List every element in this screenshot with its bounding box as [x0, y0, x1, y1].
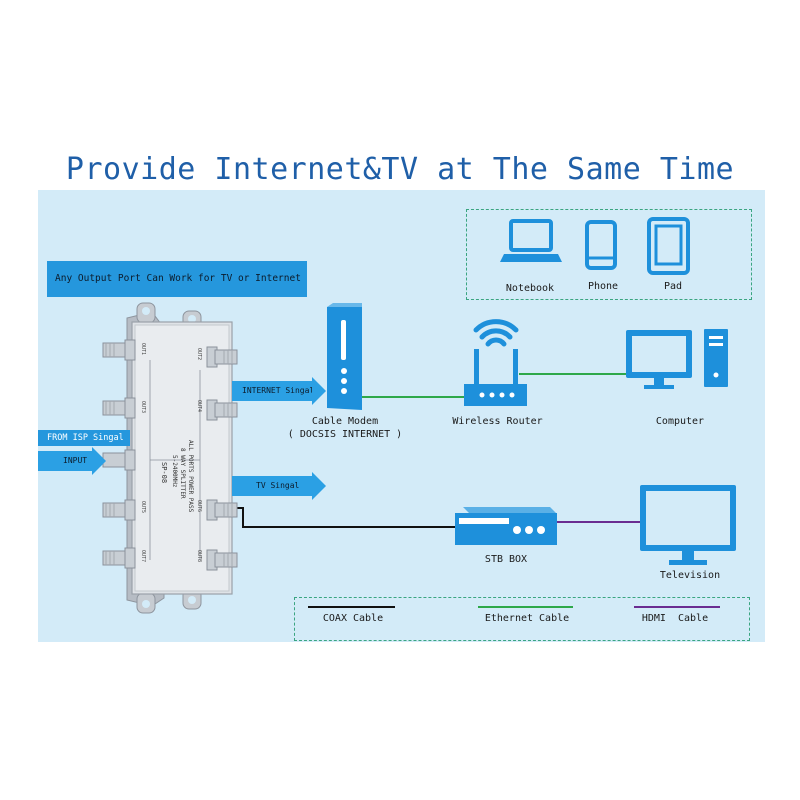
legend-ethernet-label: Ethernet Cable [484, 613, 570, 624]
wireless-devices-box [466, 209, 752, 300]
splitter-freq: 5-2400MHz [171, 455, 178, 488]
pad-icon [647, 217, 690, 275]
splitter-port-label: OUT3 [140, 401, 146, 414]
page-title: Provide Internet&TV at The Same Time [65, 152, 735, 187]
splitter-port-label: OUT7 [140, 550, 146, 563]
pad-label: Pad [663, 281, 683, 292]
internet-signal-arrow: INTERNET Singal [232, 377, 326, 405]
splitter-port-label: OUT2 [196, 348, 202, 361]
splitter-device [102, 302, 238, 614]
splitter-port-label: OUT8 [196, 550, 202, 563]
router-label: Wireless Router [452, 416, 543, 427]
cable-legend-box [294, 597, 750, 641]
tv-signal-arrow: TV Singal [232, 472, 326, 500]
stb-label: STB BOX [484, 554, 528, 565]
isp-source-label: FROM ISP Singal [47, 433, 124, 443]
splitter-port-label: OUT1 [140, 343, 146, 356]
splitter-port-label: OUT4 [196, 400, 202, 413]
tv-signal-label: TV Singal [256, 481, 300, 490]
legend-coax-label: COAX Cable [322, 613, 384, 624]
isp-source-bar: FROM ISP Singal [38, 430, 130, 446]
internet-signal-label: INTERNET Singal [242, 386, 315, 395]
splitter-port-label: OUT5 [140, 501, 146, 514]
splitter-desc: 8 WAY SPLITTER [179, 448, 186, 499]
output-port-banner: Any Output Port Can Work for TV or Inter… [47, 261, 307, 297]
notebook-icon [500, 219, 562, 262]
splitter-model: SP-08 [160, 462, 168, 484]
splitter-power: ALL PORTS POWER PASS [187, 440, 194, 513]
legend-hdmi-label: HDMI Cable [641, 613, 709, 624]
modem-label: Cable Modem [311, 416, 379, 427]
wireless-router-device [464, 319, 527, 406]
splitter-port-label: OUT6 [196, 500, 202, 513]
phone-label: Phone [587, 281, 619, 292]
notebook-label: Notebook [505, 283, 555, 294]
output-port-banner-text: Any Output Port Can Work for TV or Inter… [55, 273, 301, 284]
stb-box-device [455, 507, 557, 545]
television-device [640, 485, 736, 565]
computer-device [626, 329, 728, 389]
computer-label: Computer [655, 416, 705, 427]
coax-cable-stb [232, 507, 455, 528]
cable-modem-device [327, 303, 362, 410]
tv-label: Television [659, 570, 721, 581]
phone-icon [585, 220, 617, 270]
input-arrow-label: INPUT [63, 456, 88, 465]
input-arrow: INPUT [38, 447, 106, 475]
modem-sublabel: ( DOCSIS INTERNET ) [287, 429, 403, 440]
